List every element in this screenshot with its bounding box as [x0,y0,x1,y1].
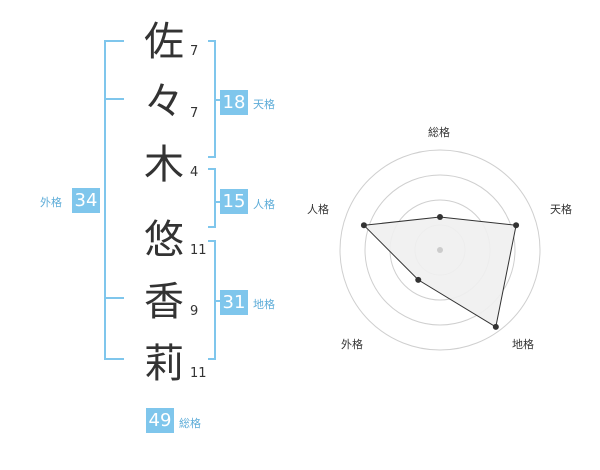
radar-ring [339,149,541,351]
name-char-6: 莉 [144,341,184,387]
radar-label-gaikaku: 外格 [341,338,363,351]
name-char-2: 々 [144,79,184,125]
radar-point-gaikaku [415,276,422,283]
stroke-count-5: 9 [190,304,199,319]
tenkaku-label: 天格 [253,98,275,111]
tenkaku-value: 18 [220,90,248,115]
radar-ring [364,174,516,326]
name-char-3: 木 [144,142,184,188]
radar-center [437,247,443,253]
jinkaku-label: 人格 [253,198,275,211]
stroke-count-6: 11 [190,366,207,381]
radar-point-chikaku [492,323,499,330]
name-char-5: 香 [144,279,184,325]
radar-polygon [362,216,517,328]
stroke-count-3: 4 [190,165,199,180]
radar-chart [339,149,541,351]
stroke-count-4: 11 [190,243,207,258]
stroke-count-2: 7 [190,106,199,121]
radar-label-jinkaku: 人格 [307,203,329,216]
gaikaku-label: 外格 [40,196,62,209]
stroke-count-1: 7 [190,44,199,59]
chikaku-value: 31 [220,290,248,315]
radar-point-jinkaku [360,222,367,229]
soukaku-value: 49 [146,408,174,433]
name-char-4: 悠 [144,217,184,263]
radar-label-soukaku: 総格 [428,126,450,139]
radar-point-tenkaku [513,222,520,229]
chikaku-label: 地格 [253,298,275,311]
soukaku-label: 総格 [179,417,201,430]
name-char-1: 佐 [144,19,184,65]
radar-label-tenkaku: 天格 [550,203,572,216]
radar-point-soukaku [437,214,443,220]
gaikaku-value: 34 [72,188,100,213]
radar-label-chikaku: 地格 [512,338,534,351]
jinkaku-value: 15 [220,189,248,214]
